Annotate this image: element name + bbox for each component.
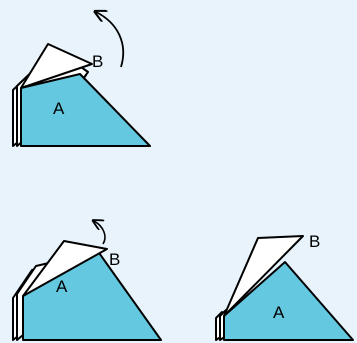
fold-step-3: A B [215,232,354,341]
flap-b [223,235,304,317]
label-b: B [92,52,103,71]
fold-step-1: A B [12,12,151,147]
fold-step-2: A B [12,221,162,341]
label-a: A [56,277,68,296]
flap-b [22,240,108,297]
label-a: A [53,99,65,118]
label-b: B [109,250,120,269]
label-b: B [309,232,320,251]
curved-arrow-icon [96,12,125,68]
label-a: A [273,303,285,322]
small-curved-arrow-icon [94,221,106,245]
region-a [223,261,354,341]
region-a [20,73,151,147]
flap-b [20,43,93,89]
